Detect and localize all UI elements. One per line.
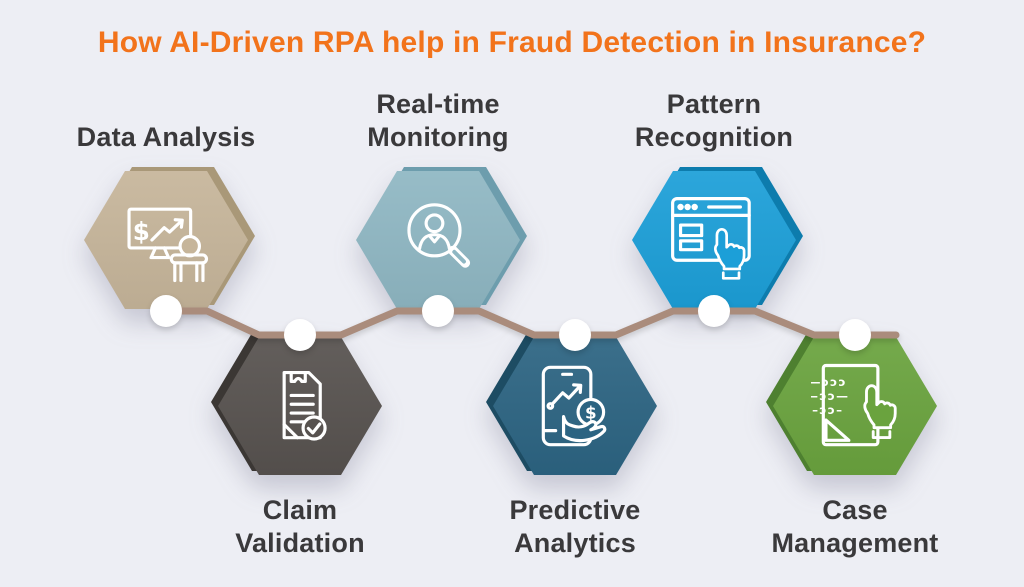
hexagon-claim-validation [211,333,382,475]
connector-node [422,295,454,327]
svg-text:—ɔɔɔ: —ɔɔɔ [811,375,847,389]
document-code-hand-pointer-icon: —ɔɔɔ —ɔɔ— –ɔɔ– [811,363,897,447]
label-line: Pattern [666,89,762,119]
svg-text:$: $ [133,217,150,246]
magnifier-person-icon [407,203,471,268]
page-title: How AI-Driven RPA help in Fraud Detectio… [97,26,927,59]
monitor-dollar-chart-person-icon: $ [127,207,209,283]
svg-text:—ɔɔ—: —ɔɔ— [811,389,849,403]
label-line: Management [771,528,939,558]
label-line: Case [822,495,888,525]
svg-text:–ɔɔ–: –ɔɔ– [812,403,843,417]
label-predictive-analytics: Predictive Analytics [443,494,707,560]
connector-node [150,295,182,327]
hexagon-face [356,171,520,309]
connector-node [839,319,871,351]
hexagon-real-time-monitoring [356,167,527,309]
label-line: Data Analysis [76,122,256,152]
label-line: Predictive [509,495,641,525]
label-line: Validation [235,528,365,558]
label-case-management: Case Management [723,494,987,560]
label-pattern-recognition: Pattern Recognition [582,88,846,154]
hexagon-case-management: —ɔɔɔ —ɔɔ— –ɔɔ– [766,333,937,475]
label-line: Monitoring [367,122,509,152]
connector-node [698,295,730,327]
svg-text:$: $ [585,402,597,422]
hexagon-pattern-recognition [632,167,803,309]
label-line: Real-time [376,89,500,119]
document-checkmark-icon [282,370,327,441]
phone-chart-hand-dollar-icon: $ [541,365,607,447]
hexagon-data-analysis: $ [84,167,255,309]
hexagon-predictive-analytics: $ [486,333,657,475]
label-line: Analytics [514,528,636,558]
label-claim-validation: Claim Validation [168,494,432,560]
connector-node [559,319,591,351]
browser-hand-pointer-icon [671,197,751,280]
label-real-time-monitoring: Real-time Monitoring [306,88,570,154]
connector-line [164,307,900,339]
label-line: Claim [262,495,338,525]
label-data-analysis: Data Analysis [34,121,298,154]
label-line: Recognition [634,122,794,152]
connector-node [284,319,316,351]
